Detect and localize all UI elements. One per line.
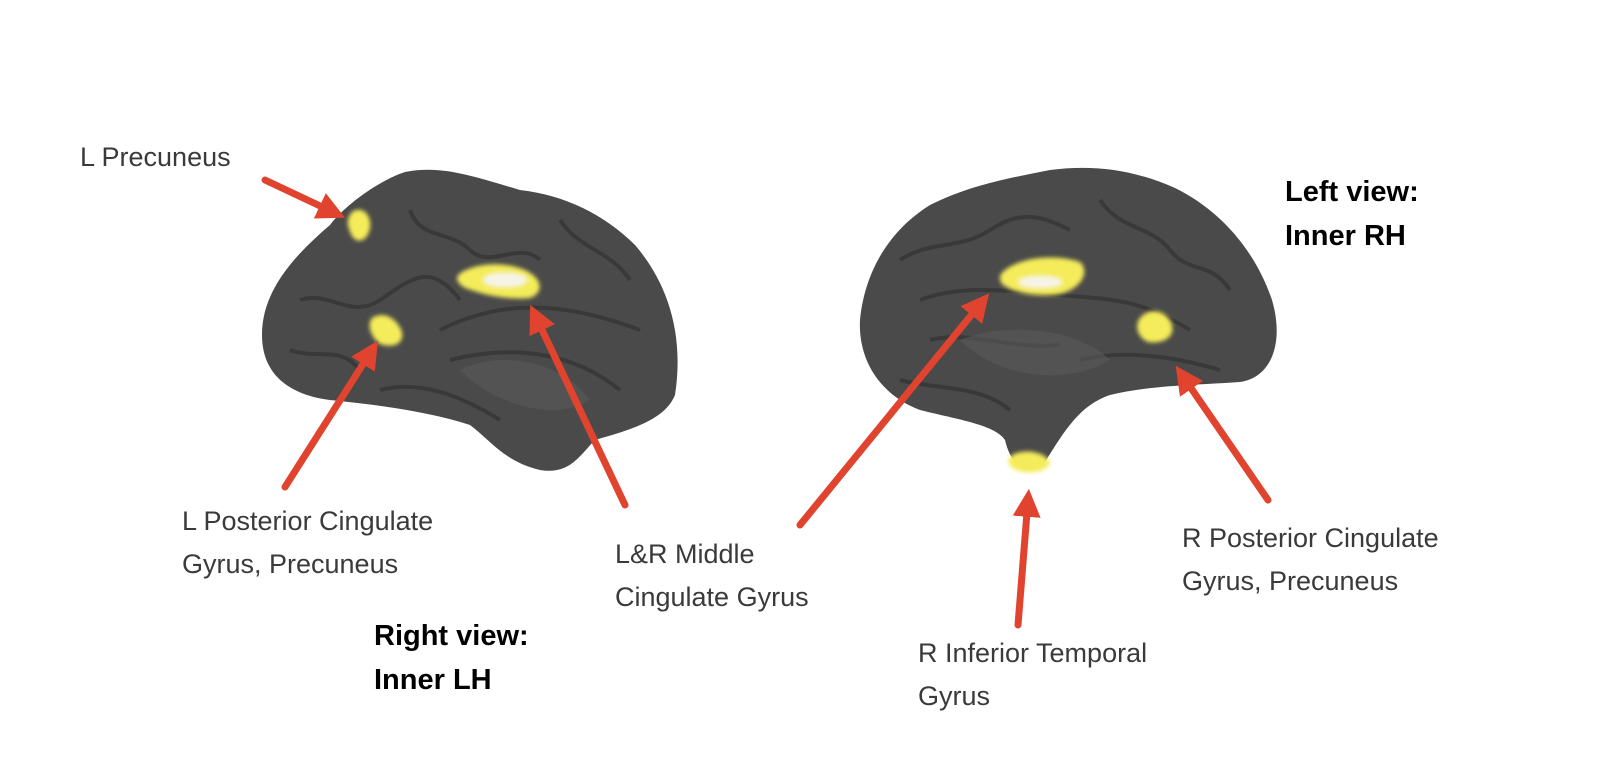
label-r-posterior-cingulate: R Posterior Cingulate Gyrus, Precuneus [1182,517,1439,603]
label-line: Gyrus [918,681,991,711]
label-line: R Inferior Temporal [918,638,1148,668]
arrow-r-pcg [1175,365,1272,504]
label-line: R Posterior Cingulate [1182,523,1439,553]
arrow-l-precuneus [261,176,346,219]
label-line: L Posterior Cingulate [182,506,434,536]
label-lr-middle-cingulate: L&R Middle Cingulate Gyrus [615,533,809,619]
label-line: Gyrus, Precuneus [182,549,399,579]
activation-r-pcg [1137,311,1173,343]
label-l-precuneus: L Precuneus [80,142,231,172]
activation-l-precuneus [347,209,371,241]
label-r-inferior-temporal: R Inferior Temporal Gyrus [918,632,1147,718]
activation-l-pcg [369,315,403,346]
arrow-l-mcg [529,304,629,509]
label-l-posterior-cingulate: L Posterior Cingulate Gyrus, Precuneus [182,500,433,586]
label-line: Cingulate Gyrus [615,582,809,612]
right-view-caption: Right view: Inner LH [374,614,529,702]
arrow-r-mcg [796,293,990,529]
activation-r-itg [1008,451,1050,473]
label-line: Gyrus, Precuneus [1182,566,1399,596]
arrow-l-pcg [281,340,379,491]
right-hemisphere-brain [859,167,1277,469]
left-view-caption: Left view: Inner RH [1285,170,1419,258]
arrow-r-itg [1012,488,1041,629]
arrows [261,176,1272,629]
caption-line: Left view: [1285,176,1419,208]
label-line: L&R Middle [615,539,755,569]
caption-line: Inner LH [374,664,492,696]
caption-line: Right view: [374,620,529,652]
caption-line: Inner RH [1285,220,1406,252]
activation-spots [347,209,1173,473]
